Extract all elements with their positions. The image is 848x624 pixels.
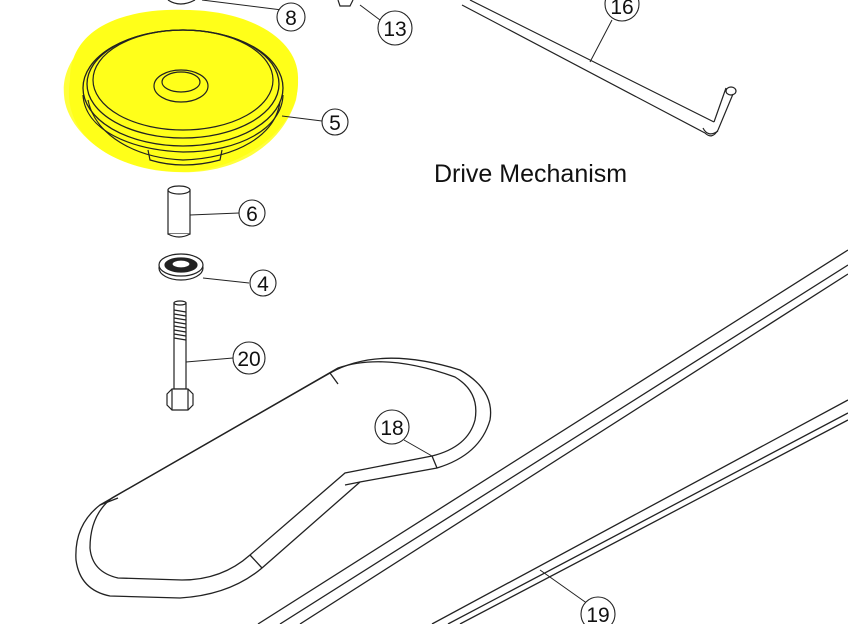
callout-19: 19 — [580, 596, 616, 624]
leader-8 — [201, 0, 283, 11]
leader-4 — [202, 277, 250, 284]
callout-6: 6 — [238, 199, 266, 227]
part-5-pulley — [63, 9, 299, 173]
part-4-bearing — [158, 253, 204, 281]
callout-19-label: 19 — [586, 604, 609, 624]
callout-13: 13 — [377, 10, 413, 46]
callout-18: 18 — [374, 409, 410, 445]
leader-18 — [403, 439, 433, 457]
leader-19 — [539, 569, 589, 605]
callout-5: 5 — [321, 108, 349, 136]
part-13-nut-partial — [337, 0, 354, 7]
leader-lines — [185, 0, 613, 605]
callout-6-label: 6 — [246, 203, 258, 226]
callout-8-label: 8 — [285, 7, 297, 30]
callout-5-label: 5 — [329, 112, 341, 135]
part-18-belt — [75, 357, 492, 599]
callout-16-label: 16 — [610, 0, 633, 19]
callout-4: 4 — [249, 269, 277, 297]
leader-20 — [185, 357, 234, 363]
part-16-rod — [461, 0, 737, 137]
leader-5 — [281, 115, 323, 122]
leader-13 — [359, 4, 381, 21]
callout-8: 8 — [276, 2, 306, 32]
part-19-belt — [257, 249, 848, 624]
leader-16 — [589, 19, 613, 63]
callout-13-label: 13 — [383, 18, 406, 41]
callout-16: 16 — [604, 0, 640, 22]
part-20-bolt — [166, 300, 194, 411]
leader-6 — [189, 212, 240, 216]
diagram-title: Drive Mechanism — [434, 160, 628, 188]
callout-20: 20 — [232, 341, 266, 375]
callout-4-label: 4 — [257, 273, 269, 296]
part-6-spacer — [167, 185, 191, 238]
callout-18-label: 18 — [380, 417, 403, 440]
part-8-washer-partial — [167, 0, 196, 5]
callout-20-label: 20 — [237, 348, 260, 371]
